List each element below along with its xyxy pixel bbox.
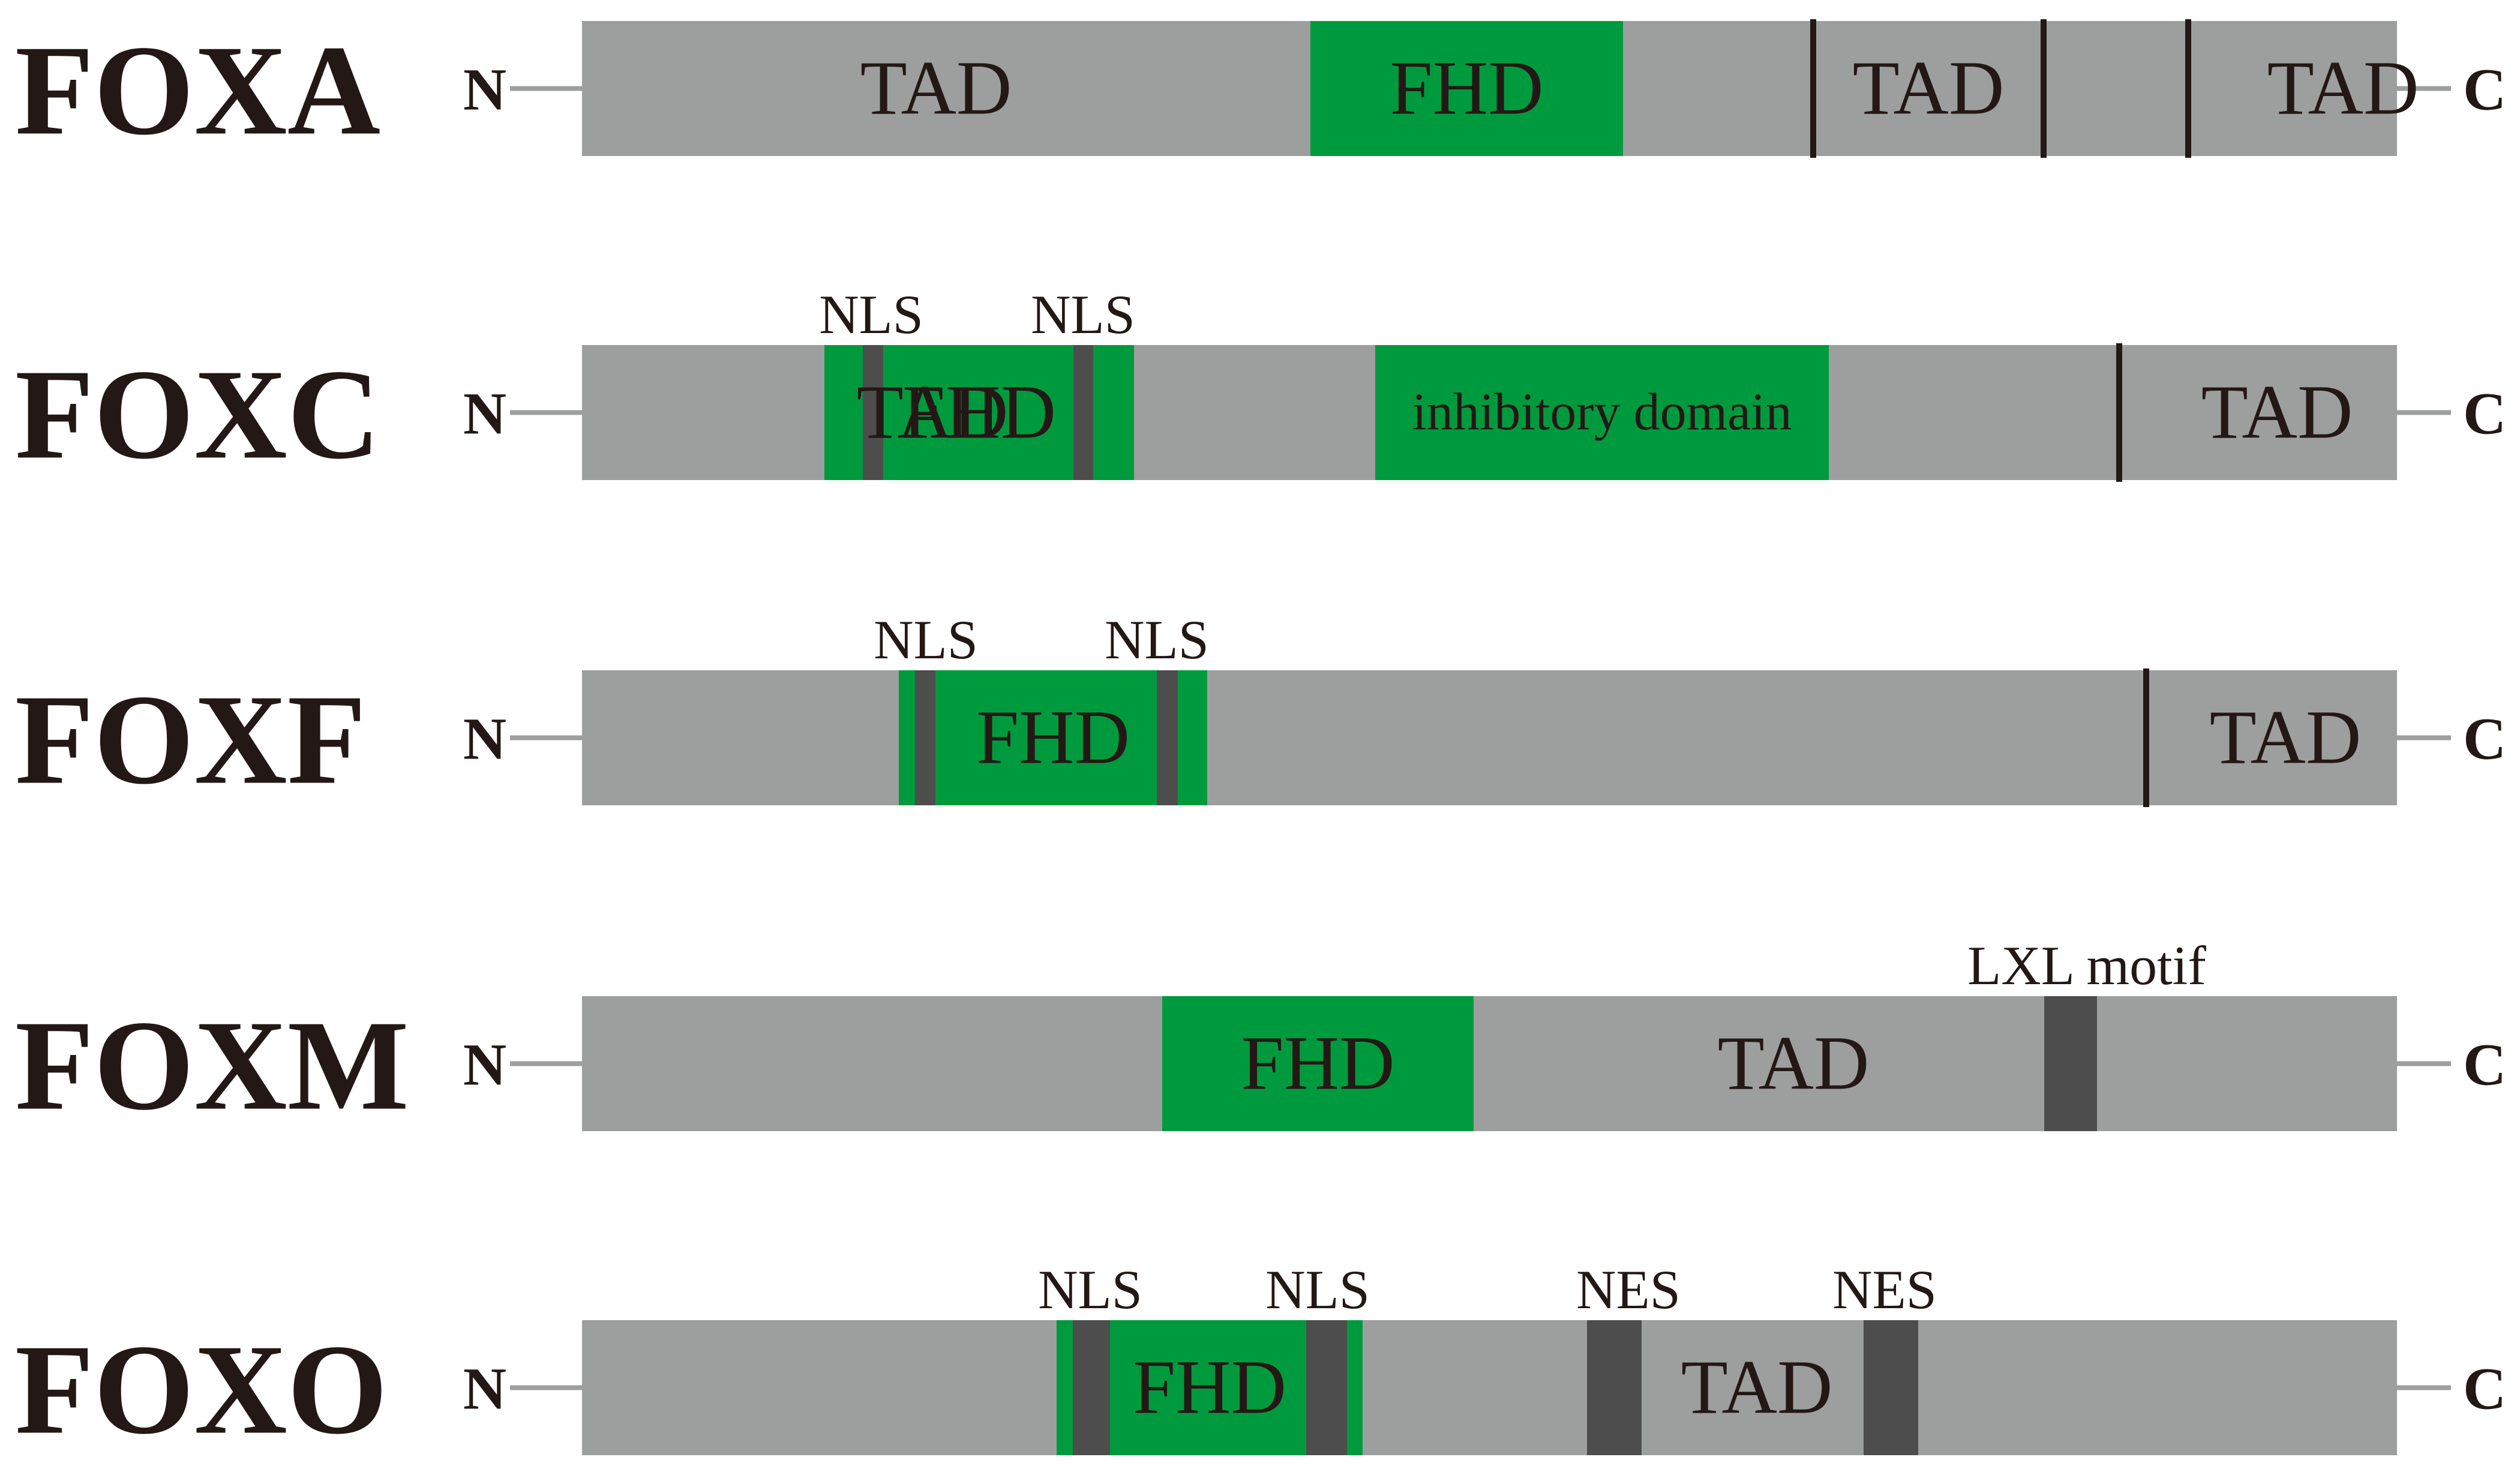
domain-divider [2185,19,2191,158]
family-name: FOXO [15,1318,388,1461]
c-terminus-label: C [2463,706,2506,772]
inhibitory-domain [1375,345,1829,480]
nls-label: NLS [819,284,923,345]
fhd-label: FHD [976,695,1130,780]
motif-segment [1864,1320,1918,1455]
nes-label: NES [1576,1259,1681,1320]
motif-segment [1157,670,1178,805]
c-terminus-label: C [2463,380,2506,447]
motif-segment [1073,1320,1110,1455]
tad-label: TAD [1718,1021,1870,1106]
fhd-label: FHD [902,370,1056,455]
nes-label: NES [1832,1259,1937,1320]
tad-label: TAD [1853,46,2005,131]
motif-segment [1306,1320,1347,1455]
tad-label: TAD [1681,1345,1833,1430]
motif-segment [863,345,883,480]
nls-label: NLS [1105,609,1209,670]
motif-segment [1587,1320,1642,1455]
domain-divider [2116,343,2122,482]
protein-backbone [582,1320,2397,1455]
n-terminus-label: N [463,380,506,447]
c-terminus-label: C [2463,1032,2506,1098]
c-terminus-label: C [2463,1356,2506,1422]
tad-label: TAD [860,46,1012,131]
forkhead-domain [1162,996,1474,1131]
c-terminus-label: C [2463,56,2506,123]
nls-label: NLS [1031,284,1135,345]
protein-backbone [582,670,2397,805]
protein-row-foxf: FOXF N C FHD TAD NLS NLS [15,609,2506,811]
n-terminus-label: N [463,1356,506,1422]
fhd-label: FHD [1241,1021,1394,1106]
motif-segment [2044,996,2097,1131]
family-name: FOXF [15,668,366,811]
lxl-motif-label: LXL motif [1967,935,2206,996]
tad-label: TAD [2201,370,2353,455]
nls-label: NLS [874,609,978,670]
family-name: FOXC [15,343,380,486]
domain-divider [2143,668,2149,807]
protein-backbone [582,996,2397,1131]
n-terminus-label: N [463,1032,506,1098]
forkhead-domain [899,670,1207,805]
protein-row-foxm: FOXM N C FHD TAD LXL motif [15,935,2506,1137]
protein-row-foxa: FOXA N C FHD TAD TAD TAD [15,19,2506,162]
protein-row-foxc: FOXC N C FHD inhibitory domain TAD TAD NLS NLS [15,284,2506,486]
domain-divider [1810,19,1816,158]
tad-label: TAD [2210,695,2362,780]
inhibitory-domain-label: inhibitory domain [1412,383,1792,442]
tad-label: TAD [2267,46,2419,131]
family-name: FOXA [15,19,380,162]
n-terminus-label: N [463,706,506,772]
domain-divider [2041,19,2047,158]
tad-label: TAD [857,370,1009,455]
motif-segment [915,670,935,805]
fhd-label: FHD [1133,1345,1286,1430]
n-terminus-label: N [463,56,506,123]
protein-row-foxo: FOXO N C FHD TAD NLS NLS NES NES [15,1259,2506,1461]
nls-label: NLS [1265,1259,1370,1320]
nls-label: NLS [1038,1259,1142,1320]
motif-segment [1073,345,1093,480]
forkhead-domain [1310,21,1623,156]
fhd-label: FHD [1390,46,1543,131]
family-name: FOXM [15,994,409,1137]
